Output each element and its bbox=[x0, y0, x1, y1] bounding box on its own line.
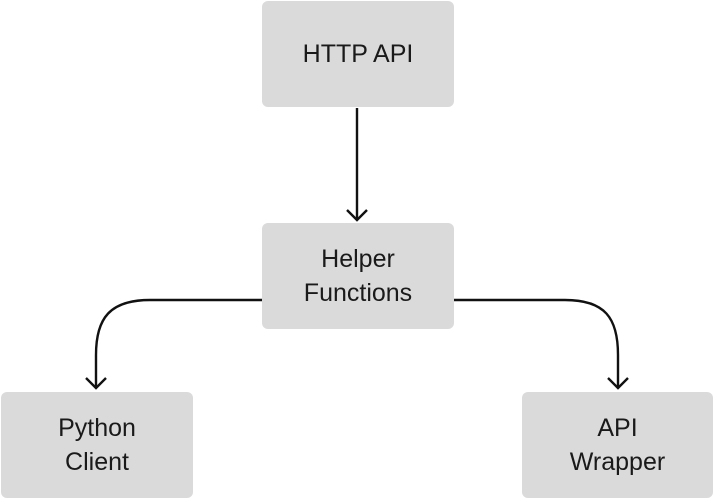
node-helper-functions-label-line1: Helper bbox=[321, 245, 395, 273]
node-helper-functions-label-line2: Functions bbox=[303, 279, 413, 307]
node-python-client: Python Client bbox=[1, 392, 193, 498]
node-python-client-label-line1: Python bbox=[58, 414, 136, 442]
edge-helper-to-wrapper bbox=[454, 298, 620, 388]
arrowhead-python bbox=[85, 377, 107, 390]
node-api-wrapper: API Wrapper bbox=[522, 392, 713, 498]
node-helper-functions: Helper Functions bbox=[262, 223, 454, 329]
arrowhead-helper bbox=[346, 209, 368, 222]
node-api-wrapper-label-line2: Wrapper bbox=[569, 448, 666, 476]
node-api-wrapper-label-line1: API bbox=[597, 414, 638, 442]
node-http-api-label: HTTP API bbox=[302, 40, 414, 68]
node-python-client-label-line2: Client bbox=[65, 448, 129, 476]
arrowhead-wrapper bbox=[607, 377, 629, 390]
node-http-api: HTTP API bbox=[262, 1, 454, 107]
edge-helper-to-python bbox=[94, 298, 262, 388]
